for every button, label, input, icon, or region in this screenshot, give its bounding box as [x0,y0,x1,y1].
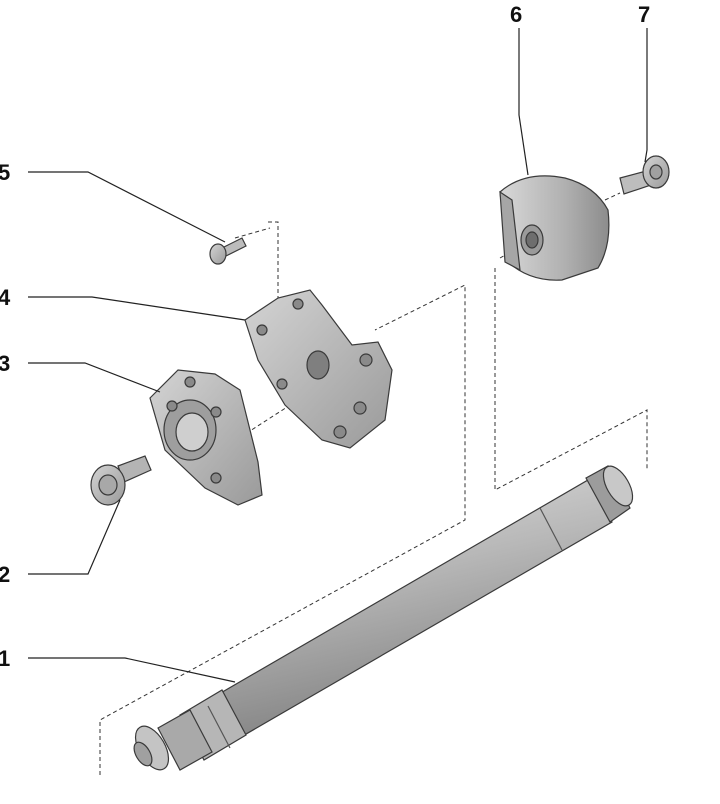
leader-lines [28,28,648,683]
counterweight-part [499,175,610,281]
bearing-housing-part [149,369,263,506]
mounting-plate-part [244,289,393,449]
callout-label-6: 6 [510,2,522,27]
callout-label-1: 1 [0,646,10,671]
shaft-part [133,465,634,771]
assembly-guide-lines [99,192,648,775]
leader-line-3 [28,362,161,393]
leader-line-4 [28,296,246,321]
screw-part [209,237,247,265]
callout-label-2: 2 [0,562,10,587]
leader-line-7 [644,28,648,163]
leader-line-6 [518,28,529,176]
callout-label-3: 3 [0,351,10,376]
leader-line-1 [28,657,236,683]
shoulder-bolt-part [619,155,670,195]
callout-label-4: 4 [0,285,11,310]
leader-line-2 [28,499,121,575]
callout-label-5: 5 [0,160,10,185]
callout-labels: 1 2 3 4 5 6 7 [0,2,650,671]
callout-label-7: 7 [638,2,650,27]
flange-bolt-part [90,455,152,506]
leader-line-5 [28,171,226,243]
